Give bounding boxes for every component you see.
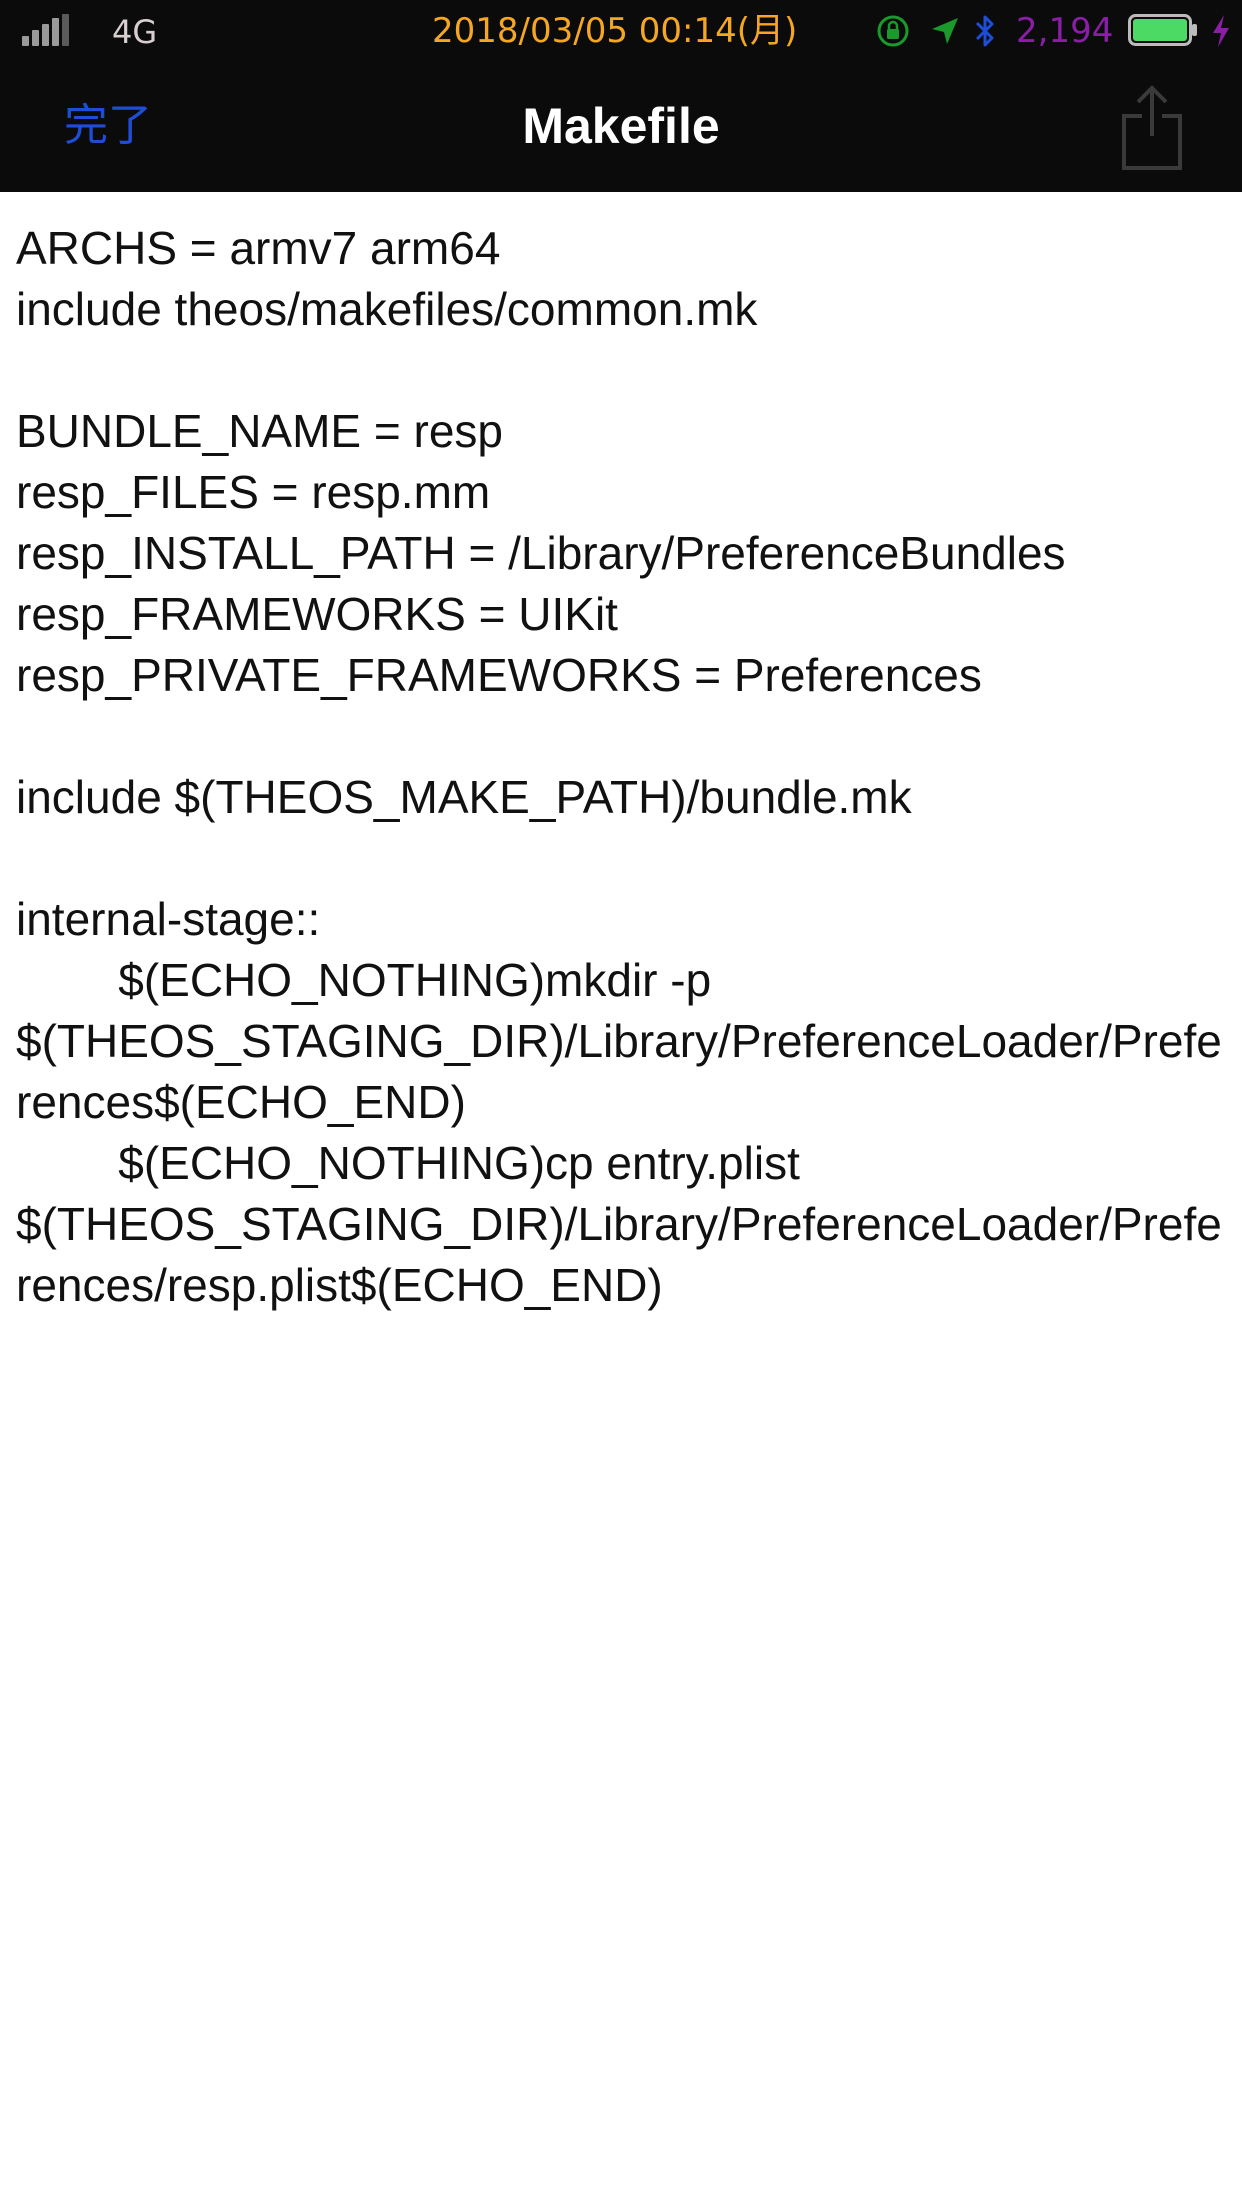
carrier-label: 4G	[112, 13, 158, 51]
rotation-lock-icon	[877, 15, 909, 47]
share-icon[interactable]	[1120, 82, 1184, 172]
location-arrow-icon	[932, 18, 958, 44]
done-button[interactable]: 完了	[64, 100, 152, 151]
status-bar: 4G 2018/03/05 00:14(月) 2,194	[0, 0, 1242, 64]
status-datetime: 2018/03/05 00:14(月)	[432, 11, 798, 51]
bluetooth-icon	[975, 15, 994, 47]
signal-strength-icon	[22, 14, 69, 46]
navigation-bar: 完了 Makefile	[0, 64, 1242, 192]
charging-bolt-icon	[1213, 15, 1229, 47]
makefile-editor[interactable]: ARCHS = armv7 arm64 include theos/makefi…	[16, 218, 1226, 2168]
page-title: Makefile	[522, 98, 720, 154]
battery-icon	[1128, 14, 1197, 46]
step-count: 2,194	[1016, 11, 1114, 51]
